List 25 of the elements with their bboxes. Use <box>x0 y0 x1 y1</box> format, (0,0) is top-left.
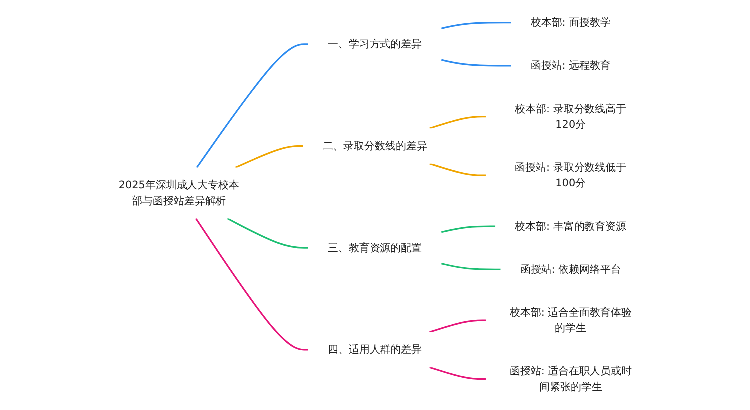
node-text: 一、学习方式的差异 <box>328 38 422 50</box>
node-text: 校本部: 丰富的教育资源 <box>515 220 627 232</box>
node-text: 二、录取分数线的差异 <box>322 140 428 152</box>
connector <box>441 22 512 30</box>
node-text: 函授站: 适合在职人员或时间紧张的学生 <box>510 364 632 394</box>
node-text: 2025年深圳成人大专校本部与函授站差异解析 <box>118 178 240 207</box>
connector <box>430 163 486 176</box>
node-text: 校本部: 录取分数线高于120分 <box>515 102 627 131</box>
node-text: 函授站: 远程教育 <box>530 59 611 72</box>
node-text: 校本部: 适合全面教育体验的学生 <box>510 306 632 334</box>
node-text: 校本部: 面授教学 <box>530 16 611 29</box>
connector <box>441 226 496 234</box>
connector <box>196 44 308 168</box>
node-text: 三、教育资源的配置 <box>328 242 422 254</box>
connector <box>441 59 512 67</box>
connector <box>430 366 486 380</box>
node-text: 四、适用人群的差异 <box>328 343 422 356</box>
connector <box>227 218 308 249</box>
connector <box>235 145 304 169</box>
connector <box>195 218 308 351</box>
node-text: 函授站: 录取分数线低于100分 <box>515 161 627 190</box>
connector <box>430 320 486 334</box>
connector <box>441 263 501 270</box>
node-text: 函授站: 依赖网络平台 <box>520 263 622 276</box>
connector <box>430 116 486 130</box>
